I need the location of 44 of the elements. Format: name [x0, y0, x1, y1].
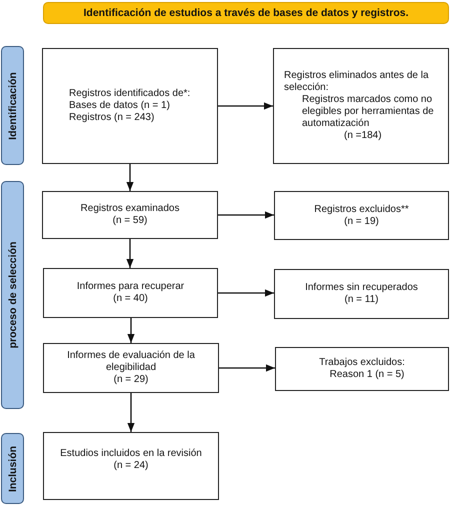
- phase-band: [1, 433, 24, 504]
- arrow: [218, 102, 273, 110]
- process-box: [273, 48, 449, 164]
- phase-label: Inclusión: [6, 445, 18, 492]
- process-box: [43, 343, 219, 393]
- process-box: [275, 347, 449, 391]
- process-box: [43, 268, 218, 318]
- arrow: [126, 164, 134, 191]
- arrow: [219, 364, 275, 372]
- phase-band: [1, 46, 24, 165]
- arrow: [218, 289, 274, 297]
- box-text: (n = 24): [112, 460, 150, 472]
- process-box: [274, 269, 449, 319]
- box-text: Registros excluidos**: [313, 204, 410, 216]
- box-text: Bases de datos (n = 1): [69, 100, 171, 112]
- box-text: Registros identificados de*:: [69, 88, 192, 100]
- box-text: Registros eliminados antes de la selección:: [284, 70, 430, 94]
- box-text: (n = 11): [344, 294, 380, 306]
- process-box: [42, 191, 218, 239]
- box-text: (n = 40): [112, 293, 149, 305]
- box-text: Trabajos excluidos:: [318, 357, 406, 369]
- box-text: Registros marcados como no elegibles por herramientas de automatización: [301, 94, 435, 130]
- arrow: [126, 239, 134, 268]
- box-text: (n =184): [343, 130, 383, 142]
- box-text: (n = 19): [343, 216, 380, 228]
- box-text: (n = 29): [112, 374, 150, 386]
- section-header: Identificación de estudios a través de bases de datos y registros.: [43, 2, 449, 24]
- phase-label: Identificación: [6, 72, 18, 140]
- process-box: [274, 191, 449, 240]
- box-text: (n = 59): [112, 215, 148, 227]
- arrow: [218, 211, 274, 219]
- box-text: Informes de evaluación de la elegibilidad: [66, 350, 196, 374]
- phase-band: [1, 181, 24, 409]
- arrow: [127, 318, 135, 343]
- box-text: Reason 1 (n = 5): [328, 369, 406, 381]
- box-text: Informes para recuperar: [76, 281, 186, 293]
- arrow: [127, 393, 135, 432]
- phase-label: proceso de selección: [6, 242, 18, 348]
- box-text: Estudios incluidos en la revisión: [59, 448, 203, 460]
- process-box: [42, 48, 218, 164]
- box-text: Informes sin recuperados: [304, 282, 419, 294]
- process-box: [43, 432, 219, 500]
- box-text: Registros (n = 243): [69, 112, 156, 124]
- box-text: Registros examinados: [80, 203, 180, 215]
